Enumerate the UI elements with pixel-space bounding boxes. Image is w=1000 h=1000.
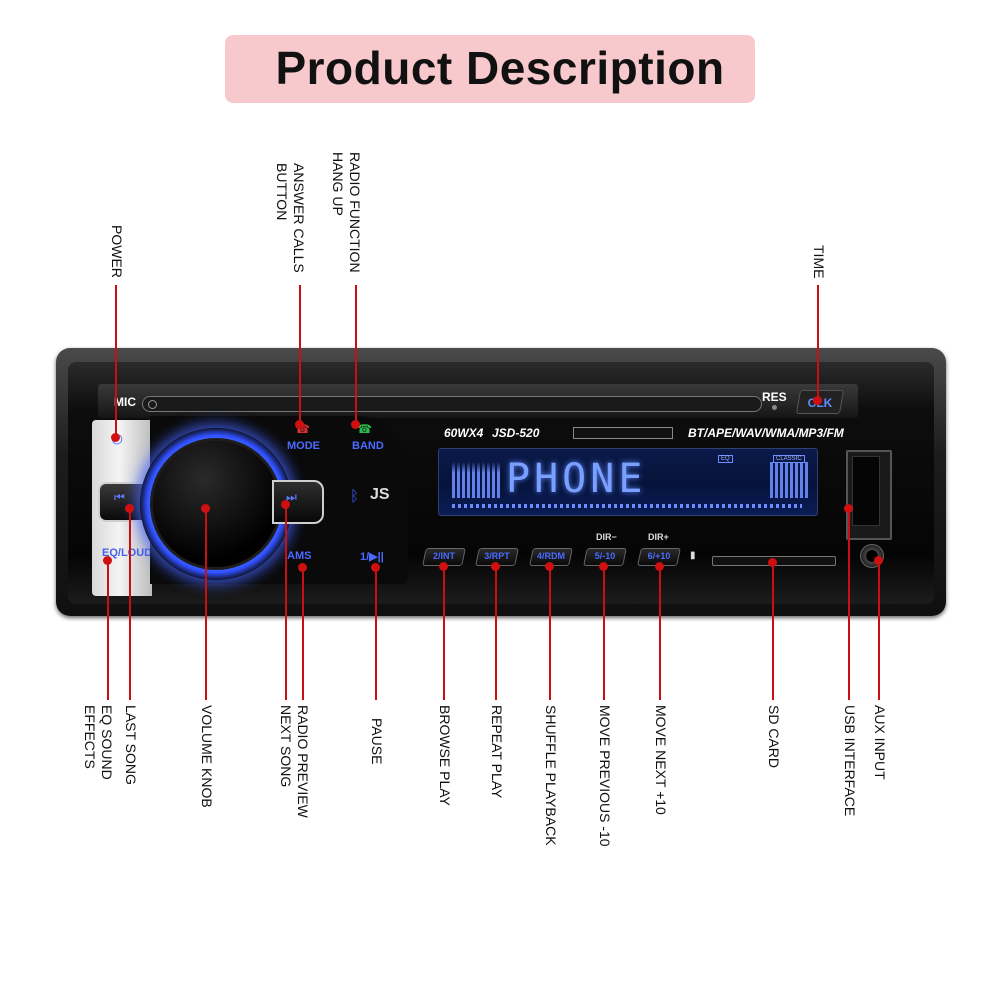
previous-10-callout-dot: [599, 562, 608, 571]
volume-callout-line: [205, 508, 207, 700]
slot-indicator: [148, 400, 157, 409]
logo: JS: [370, 486, 390, 503]
eq-callout-line: [107, 560, 109, 700]
volume-knob[interactable]: [150, 438, 282, 570]
supported-formats: BT/APE/WAV/WMA/MP3/FM: [688, 426, 844, 440]
usb-callout-dot: [844, 504, 853, 513]
band-button[interactable]: BAND: [352, 440, 384, 452]
browse-callout-label: BROWSE PLAY: [437, 705, 453, 806]
preset-6-label: 6/+10: [647, 551, 671, 561]
answer-call-icon: ☎: [357, 422, 372, 436]
ams-callout-dot: [298, 563, 307, 572]
radio-function-callout-dot: [351, 420, 360, 429]
usb-port-inner: [852, 456, 880, 526]
dir-plus-label: DIR+: [648, 532, 669, 542]
preset-2-label: 2/INT: [432, 551, 455, 561]
sd-callout-dot: [768, 558, 777, 567]
radio-function-callout-label: RADIO FUNCTION HANG UP: [330, 152, 363, 273]
browse-callout-dot: [439, 562, 448, 571]
next-10-callout-label: MOVE NEXT +10: [653, 705, 669, 815]
power-callout-line: [115, 285, 117, 437]
time-callout-label: TIME: [811, 245, 827, 279]
reset-button[interactable]: [772, 405, 777, 410]
classic-badge: CLASSIC: [773, 455, 805, 463]
aux-callout-line: [878, 560, 880, 700]
equalizer-bars-left: [452, 462, 500, 498]
eq-loud-button[interactable]: EQ/LOUD: [102, 547, 153, 559]
previous-icon: ⏮: [114, 490, 125, 504]
power-callout-label: POWER: [109, 225, 125, 278]
repeat-callout-dot: [491, 562, 500, 571]
radio-preview-callout-line: [285, 504, 287, 700]
aux-callout-label: AUX INPUT: [872, 705, 888, 780]
next-button[interactable]: [272, 480, 324, 524]
sd-callout-line: [772, 562, 774, 700]
eq-callout-label: EQ SOUND EFFECTS: [82, 705, 115, 780]
radio-preview-callout-label: RADIO PREVIEW NEXT SONG: [278, 705, 311, 818]
usb-callout-line: [848, 508, 850, 700]
dir-minus-label: DIR−: [596, 532, 617, 542]
previous-10-callout-label: MOVE PREVIOUS -10: [597, 705, 613, 847]
next-icon: ⏭: [286, 490, 297, 504]
answer-callout-line: [299, 285, 301, 425]
model-number: JSD-520: [492, 426, 540, 440]
next-10-callout-line: [659, 566, 661, 700]
pause-callout-dot: [371, 563, 380, 572]
equalizer-bars-right: [770, 462, 810, 498]
power-rating: 60WX4: [444, 426, 484, 440]
preset-3-label: 3/RPT: [484, 551, 510, 561]
shuffle-callout-line: [549, 566, 551, 700]
answer-callout-label: ANSWER CALLS BUTTON: [274, 163, 307, 273]
usb-callout-label: USB INTERFACE: [842, 705, 858, 817]
volume-callout-label: VOLUME KNOB: [199, 705, 215, 808]
display-bar: [452, 504, 802, 508]
browse-callout-line: [443, 566, 445, 700]
last-song-callout-dot: [125, 504, 134, 513]
pause-callout-line: [375, 567, 377, 700]
display-text: PHONE: [506, 456, 647, 502]
eq-callout-dot: [103, 556, 112, 565]
ams-button[interactable]: AMS: [287, 550, 312, 562]
radio-preview-callout-dot: [281, 500, 290, 509]
previous-10-callout-line: [603, 566, 605, 700]
shuffle-callout-dot: [545, 562, 554, 571]
mode-button[interactable]: MODE: [287, 440, 320, 452]
sd-callout-label: SD CARD: [766, 705, 782, 769]
ams-callout-line: [302, 567, 304, 700]
last-song-callout-line: [129, 508, 131, 700]
repeat-callout-line: [495, 566, 497, 700]
bluetooth-icon: ᛒ: [350, 488, 360, 505]
title-banner: [225, 35, 755, 103]
eq-badge: EQ: [718, 455, 733, 463]
mic-label: MIC: [114, 395, 136, 409]
power-callout-dot: [111, 433, 120, 442]
res-label: RES: [762, 390, 787, 404]
sd-card-icon: ▮: [690, 550, 696, 561]
preset-5-label: 5/-10: [594, 551, 616, 561]
aux-callout-dot: [874, 556, 883, 565]
next-10-callout-dot: [655, 562, 664, 571]
page-title: Product Description: [275, 42, 725, 94]
preset-4-label: 4/RDM: [536, 551, 565, 561]
time-callout-dot: [813, 396, 822, 405]
previous-button[interactable]: [98, 482, 146, 522]
shuffle-callout-label: SHUFFLE PLAYBACK: [543, 705, 559, 846]
time-callout-line: [817, 285, 819, 400]
cd-slot: [142, 396, 762, 412]
pause-callout-label: PAUSE: [369, 718, 385, 765]
radio-function-callout-line: [355, 285, 357, 425]
ir-window: [573, 427, 673, 439]
volume-callout-dot: [201, 504, 210, 513]
answer-callout-dot: [295, 420, 304, 429]
repeat-callout-label: REPEAT PLAY: [489, 705, 505, 799]
play-pause-button[interactable]: 1/▶||: [360, 551, 384, 563]
last-song-callout-label: LAST SONG: [123, 705, 139, 785]
